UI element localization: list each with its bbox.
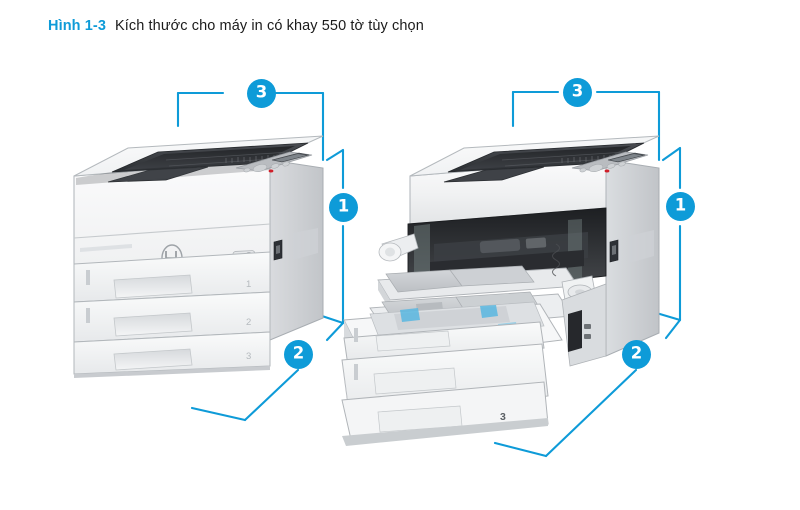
printer-trays-closed-illustration: 1 2 3 <box>73 91 345 422</box>
control-panel <box>571 151 649 173</box>
printer-body: 1 2 3 <box>73 135 324 378</box>
tray-3-open[interactable]: 3 <box>341 343 549 446</box>
tray-3-number: 3 <box>246 351 251 362</box>
paper-guide <box>400 308 420 322</box>
printer-closed-group: 1 2 3 <box>40 48 380 448</box>
tray-2-open[interactable] <box>343 301 563 380</box>
tray-3-number: 3 <box>500 411 506 423</box>
tray-2[interactable]: 2 <box>73 291 271 343</box>
tray-1-number: 1 <box>246 279 251 290</box>
figure-stage: 1 2 3 <box>0 48 800 510</box>
callout-badge-3[interactable]: 3 <box>247 79 276 108</box>
printer-open-group: 3 3 1 2 <box>330 48 790 478</box>
tray-2-number: 2 <box>246 317 251 328</box>
callout-badge-3[interactable]: 3 <box>563 78 592 107</box>
paper-sheet <box>449 265 535 287</box>
callout-badge-2[interactable]: 2 <box>622 340 651 369</box>
printer-trays-open-illustration: 3 <box>341 90 682 458</box>
cancel-button <box>268 169 274 173</box>
callout-badge-1[interactable]: 1 <box>666 192 695 221</box>
dimension-line-width-3 <box>511 90 661 162</box>
tray-1[interactable]: 1 <box>73 251 271 303</box>
control-panel <box>235 151 313 173</box>
callout-badge-1[interactable]: 1 <box>329 193 358 222</box>
dimension-line-depth-2 <box>493 318 682 458</box>
printer-body: 3 <box>341 135 660 446</box>
cancel-button <box>604 169 610 173</box>
callout-badge-2[interactable]: 2 <box>284 340 313 369</box>
dimension-line-depth-2 <box>190 321 345 422</box>
figure-caption: Hình 1-3 Kích thước cho máy in có khay 55… <box>48 18 424 34</box>
figure-number: Hình 1-3 <box>48 18 106 34</box>
dimension-line-height-1 <box>641 146 682 322</box>
paper-guide <box>480 305 498 318</box>
figure-caption-text: Kích thước cho máy in có khay 550 tờ tùy… <box>115 18 424 34</box>
